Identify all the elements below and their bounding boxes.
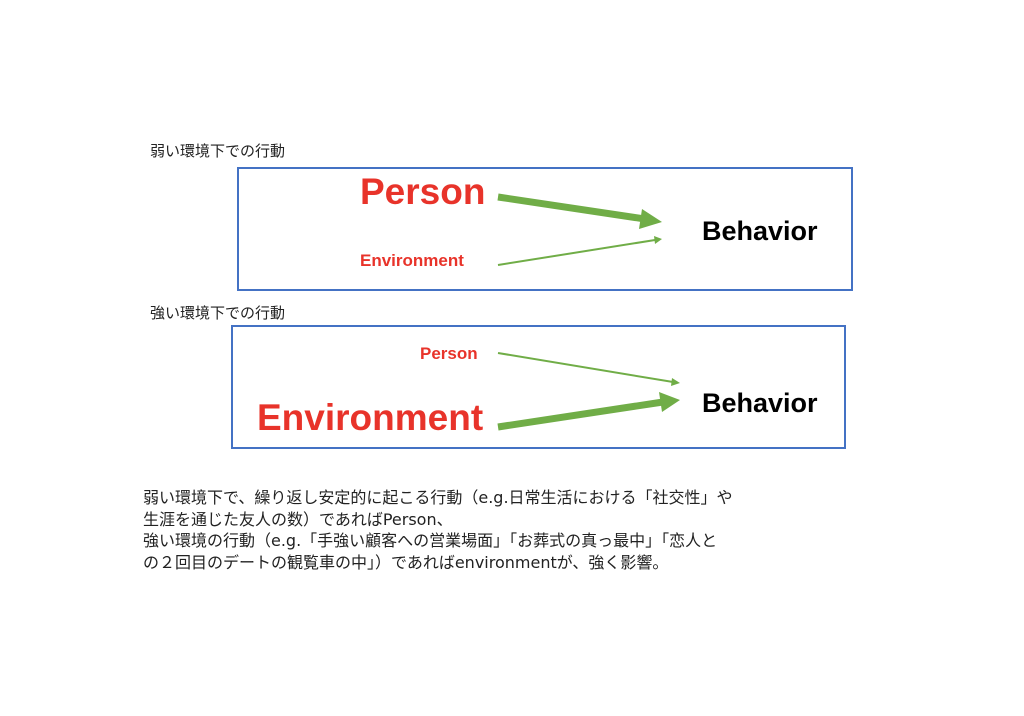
- strong-environment-label: Environment: [257, 397, 484, 438]
- strong-person-arrow: [497, 352, 674, 383]
- description: 弱い環境下で、繰り返し安定的に起こる行動（e.g.日常生活における「社交性」や …: [143, 487, 733, 573]
- weak-behavior-label: Behavior: [702, 216, 818, 246]
- description-line: 生涯を通じた友人の数）であればPerson、: [143, 509, 453, 529]
- weak-environment-title: 弱い環境下での行動: [150, 142, 286, 160]
- weak-environment-label: Environment: [360, 251, 464, 270]
- weak-environment-box: [237, 167, 853, 291]
- description-line: 弱い環境下で、繰り返し安定的に起こる行動（e.g.日常生活における「社交性」や: [143, 488, 733, 507]
- strong-environment-title: 強い環境下での行動: [150, 304, 286, 322]
- description-line: の２回目のデートの観覧車の中」）であればenvironmentが、強く影響。: [143, 552, 669, 572]
- strong-environment-box: [231, 325, 846, 449]
- description-line: 強い環境の行動（e.g.「手強い顧客への営業場面」「お葬式の真っ最中」「恋人と: [143, 531, 718, 550]
- strong-behavior-label: Behavior: [702, 388, 818, 418]
- weak-person-arrow: [497, 193, 646, 223]
- strong-person-label: Person: [420, 344, 478, 363]
- strong-person-arrowhead: [671, 378, 680, 386]
- weak-person-label: Person: [360, 171, 486, 212]
- strong-environment-arrow: [497, 398, 664, 431]
- strong-environment-arrowhead: [659, 392, 680, 412]
- weak-environment-arrow: [497, 239, 656, 266]
- weak-person-arrowhead: [639, 209, 662, 229]
- weak-environment-arrowhead: [654, 236, 662, 244]
